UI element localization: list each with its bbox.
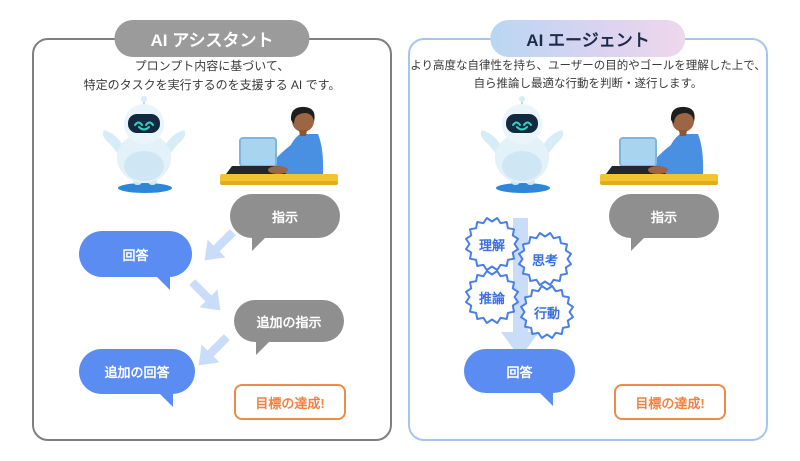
agent-badge-act: 行動 (519, 284, 575, 340)
arrow-down-left-icon (182, 322, 241, 381)
agent-badge-understand: 理解 (464, 216, 520, 272)
panel-ai-assistant: AI アシスタント プロンプト内容に基づいて、 特定のタスクを実行するのを支援す… (32, 20, 392, 441)
arrow-down-right-icon (177, 267, 236, 326)
assistant-goal-label: 目標の達成! (255, 395, 325, 411)
agent-title: AI エージェント (526, 31, 650, 50)
assistant-description-line2: 特定のタスクを実行するのを支援する AI です。 (83, 78, 341, 93)
agent-description-line1: より高度な自律性を持ち、ユーザーの目的やゴールを理解した上で、 (410, 60, 766, 72)
panel-ai-agent: AI エージェント より高度な自律性を持ち、ユーザーの目的やゴールを理解した上で… (408, 20, 768, 441)
agent-bubble-answer: 回答 (464, 349, 575, 406)
assistant-bubble-instruction: 指示 (230, 194, 340, 251)
agent-badge-reason: 推論 (464, 269, 520, 325)
agent-bubble-instruction: 指示 (609, 194, 719, 251)
assistant-description: プロンプト内容に基づいて、 特定のタスクを実行するのを支援する AI です。 (34, 57, 390, 95)
robot-icon (102, 96, 186, 193)
robot-illustration (466, 96, 578, 194)
user-at-laptop-icon (600, 106, 718, 185)
agent-description: より高度な自律性を持ち、ユーザーの目的やゴールを理解した上で、 自ら推論し最適な… (410, 57, 766, 94)
agent-badge-think-label: 思考 (531, 252, 558, 268)
agent-title-pill: AI エージェント (490, 20, 686, 57)
assistant-instruction-label: 指示 (271, 209, 298, 225)
agent-goal-box: 目標の達成! (614, 384, 726, 420)
robot-icon (480, 96, 564, 193)
agent-badge-think: 思考 (517, 231, 573, 287)
assistant-answer-label: 回答 (122, 247, 149, 263)
agent-goal-label: 目標の達成! (635, 395, 705, 411)
assistant-bubble-additional-instruction: 追加の指示 (234, 300, 344, 355)
assistant-additional-answer-label: 追加の回答 (104, 365, 170, 380)
assistant-goal-box: 目標の達成! (234, 384, 346, 420)
agent-badge-act-label: 行動 (533, 305, 560, 321)
user-illustration (220, 104, 338, 196)
agent-description-line2: 自ら推論し最適な行動を判断・遂行します。 (473, 78, 703, 91)
user-illustration (600, 104, 718, 196)
agent-answer-label: 回答 (506, 364, 533, 380)
user-at-laptop-icon (220, 106, 338, 185)
agent-badge-reason-label: 推論 (478, 290, 505, 306)
assistant-description-line1: プロンプト内容に基づいて、 (134, 59, 290, 73)
assistant-title: AI アシスタント (150, 31, 274, 50)
robot-illustration (88, 96, 200, 194)
agent-badge-understand-label: 理解 (478, 237, 505, 253)
agent-instruction-label: 指示 (650, 209, 677, 225)
arrow-down-left-icon (188, 217, 247, 276)
assistant-bubble-answer: 回答 (79, 231, 192, 290)
assistant-title-pill: AI アシスタント (114, 20, 310, 57)
assistant-additional-instruction-label: 追加の指示 (256, 314, 322, 330)
assistant-bubble-additional-answer: 追加の回答 (79, 349, 195, 407)
